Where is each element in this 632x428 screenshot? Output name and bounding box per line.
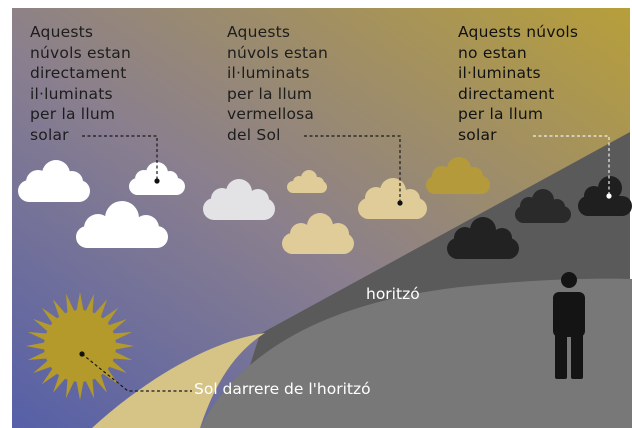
cloud-dark-2	[447, 217, 519, 259]
label-not-lit: Aquests núvols no estan il·luminats dire…	[458, 23, 579, 144]
leader-line-direct	[82, 135, 158, 181]
label-directly-lit: Aquests núvols estan directament il·lumi…	[30, 23, 132, 144]
ground	[200, 278, 632, 428]
leader-line-sun	[81, 353, 192, 392]
cloud-grey	[203, 179, 275, 220]
sun-icon	[26, 292, 134, 400]
leader-dot-direct	[154, 178, 160, 184]
sunlit-ground	[92, 333, 265, 428]
cloud-white-3	[76, 201, 168, 248]
leader-dot-notlit	[606, 193, 612, 199]
horizon-label: horitzó	[366, 285, 420, 303]
cloud-beige-small	[287, 170, 327, 193]
cloud-dark-3	[578, 176, 632, 216]
cloud-dark-1	[515, 189, 571, 223]
person-icon	[553, 272, 585, 379]
leader-line-notlit	[533, 135, 610, 196]
leader-lines	[81, 135, 610, 392]
label-red-lit: Aquests núvols estan il·luminats per la …	[227, 23, 329, 144]
leader-dot-red	[397, 200, 403, 206]
sun-label: Sol darrere de l'horitzó	[194, 380, 371, 398]
cloud-white-1	[18, 160, 90, 202]
leader-dot-sun	[79, 351, 85, 357]
leader-line-red	[304, 135, 401, 203]
cloud-gold	[426, 157, 490, 194]
cloud-beige-1	[282, 213, 354, 254]
